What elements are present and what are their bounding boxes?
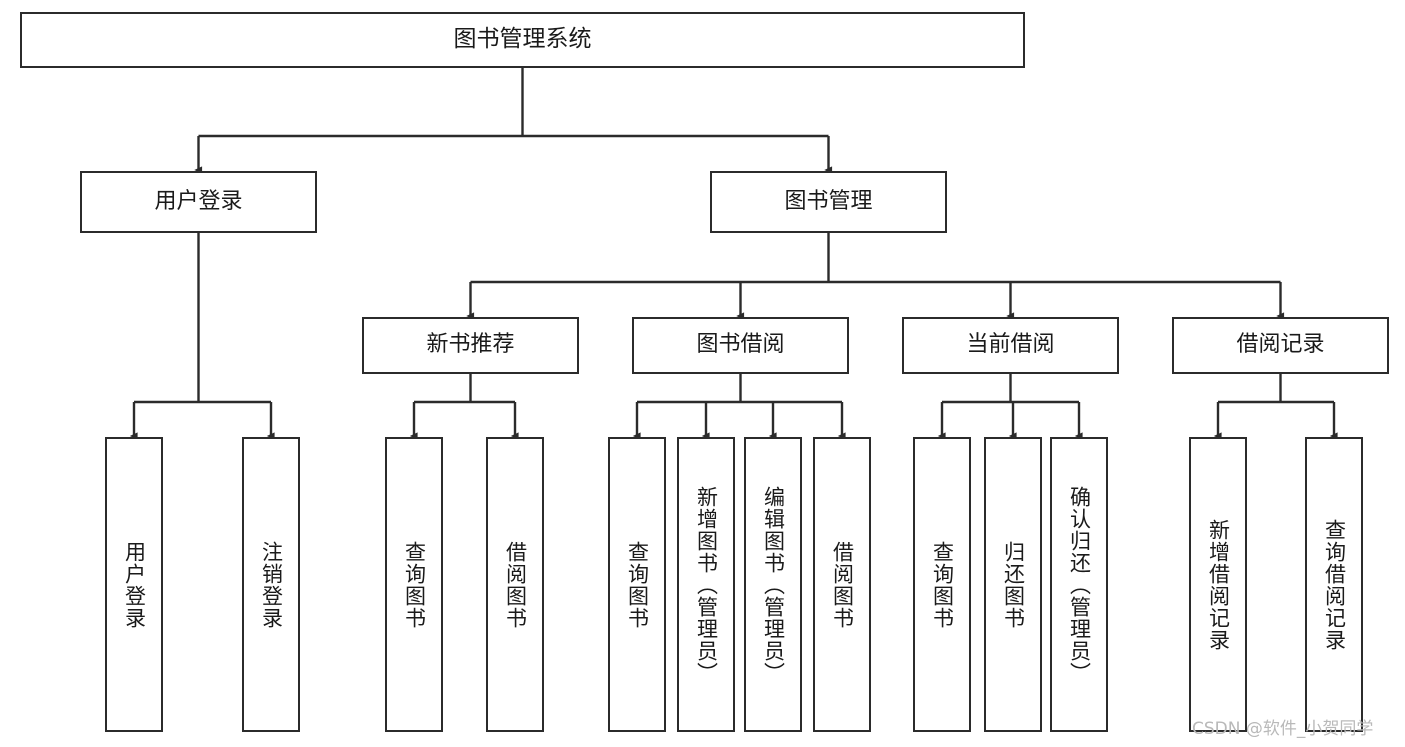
node-label: 借阅图书	[830, 540, 855, 629]
node-leaf-10[interactable]: 归还图书	[984, 437, 1042, 732]
node-leaf-13[interactable]: 查询借阅记录	[1305, 437, 1363, 732]
node-l3-borrow[interactable]: 图书借阅	[632, 317, 849, 374]
node-l3-cur[interactable]: 当前借阅	[902, 317, 1119, 374]
edge-group	[129, 68, 1338, 440]
node-l2-login[interactable]: 用户登录	[80, 171, 317, 233]
node-label: 新书推荐	[426, 332, 515, 358]
node-label: 查询图书	[402, 540, 427, 629]
node-label: 注销登录	[259, 540, 284, 629]
csdn-watermark: CSDN @软件_小贺同学	[1192, 719, 1374, 739]
node-label: 用户登录	[122, 540, 147, 629]
node-label: 新增图书（管理员）	[694, 485, 719, 684]
node-label: 编辑图书（管理员）	[761, 485, 786, 684]
node-leaf-03[interactable]: 查询图书	[385, 437, 443, 732]
node-label: 图书管理	[784, 188, 873, 214]
node-label: 图书借阅	[696, 332, 785, 358]
node-label: 新增借阅记录	[1206, 518, 1231, 651]
node-leaf-12[interactable]: 新增借阅记录	[1189, 437, 1247, 732]
node-l2-book[interactable]: 图书管理	[710, 171, 947, 233]
node-label: 查询图书	[625, 540, 650, 629]
node-label: 借阅图书	[503, 540, 528, 629]
node-leaf-04[interactable]: 借阅图书	[486, 437, 544, 732]
node-leaf-02[interactable]: 注销登录	[242, 437, 300, 732]
node-leaf-06[interactable]: 新增图书（管理员）	[677, 437, 735, 732]
node-leaf-11[interactable]: 确认归还（管理员）	[1050, 437, 1108, 732]
node-label: 归还图书	[1001, 540, 1026, 629]
node-l3-rec[interactable]: 借阅记录	[1172, 317, 1389, 374]
node-label: 图书管理系统	[453, 26, 592, 53]
node-label: 借阅记录	[1236, 332, 1325, 358]
node-leaf-01[interactable]: 用户登录	[105, 437, 163, 732]
node-leaf-09[interactable]: 查询图书	[913, 437, 971, 732]
node-label: 确认归还（管理员）	[1067, 485, 1092, 684]
node-label: 查询借阅记录	[1322, 518, 1347, 651]
node-leaf-05[interactable]: 查询图书	[608, 437, 666, 732]
node-l3-new[interactable]: 新书推荐	[362, 317, 579, 374]
node-leaf-08[interactable]: 借阅图书	[813, 437, 871, 732]
node-leaf-07[interactable]: 编辑图书（管理员）	[744, 437, 802, 732]
node-root[interactable]: 图书管理系统	[20, 12, 1025, 68]
node-label: 查询图书	[930, 540, 955, 629]
node-label: 用户登录	[154, 188, 243, 214]
node-label: 当前借阅	[966, 332, 1055, 358]
